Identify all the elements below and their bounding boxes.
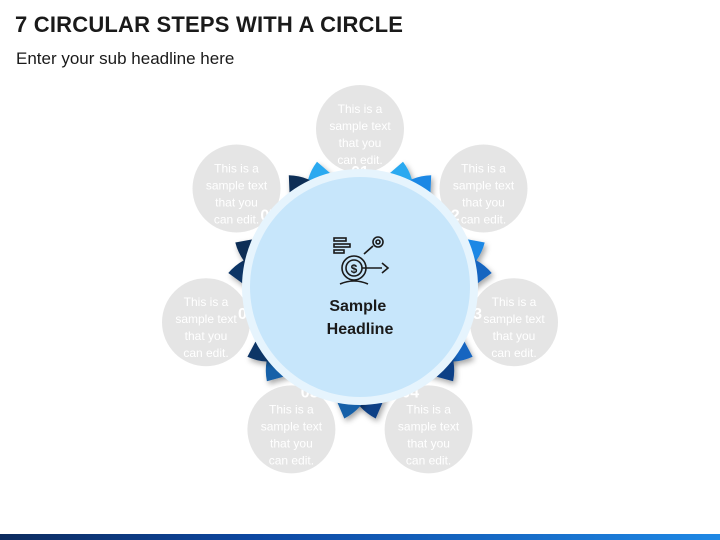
step-inner-circle-06 bbox=[162, 278, 250, 367]
center-headline-line-2: Headline bbox=[327, 321, 394, 338]
step-inner-circle-03 bbox=[470, 278, 558, 367]
svg-text:$: $ bbox=[351, 262, 358, 276]
step-inner-circle-05 bbox=[247, 385, 336, 474]
page-title: 7 CIRCULAR STEPS WITH A CIRCLE bbox=[15, 12, 404, 37]
page-subtitle: Enter your sub headline here bbox=[16, 49, 235, 68]
step-inner-circle-01 bbox=[316, 85, 404, 173]
step-inner-circle-07 bbox=[192, 144, 281, 233]
center-headline: Sample Headline bbox=[327, 298, 394, 338]
step-inner-circle-04 bbox=[384, 385, 473, 474]
step-inner-circle-02 bbox=[439, 144, 528, 233]
center-circle bbox=[242, 169, 478, 405]
money-target-gear-icon: $ bbox=[333, 236, 390, 285]
center-headline-line-1: Sample bbox=[329, 298, 386, 315]
bottom-accent-bar bbox=[0, 534, 720, 540]
